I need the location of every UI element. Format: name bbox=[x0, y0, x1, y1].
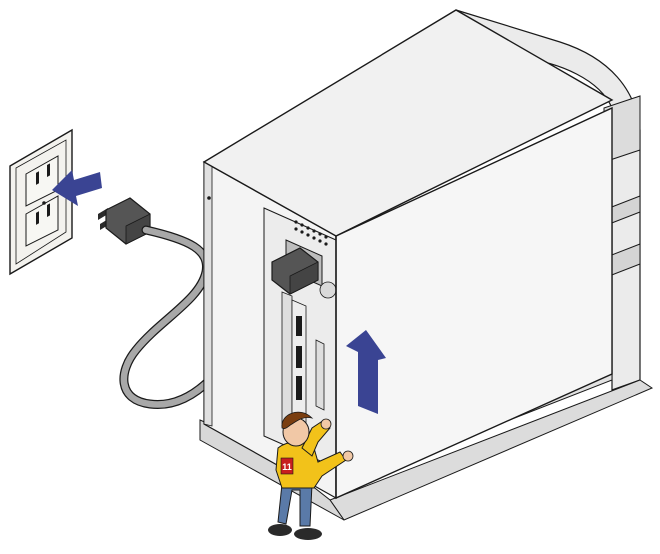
arrow-up-icon bbox=[346, 330, 386, 414]
case-plug bbox=[271, 247, 319, 295]
character: 11 bbox=[268, 411, 354, 540]
shirt-number: 11 bbox=[282, 462, 292, 472]
arrow-left-icon bbox=[52, 170, 102, 206]
computer-case bbox=[199, 9, 654, 521]
wall-outlet bbox=[9, 128, 73, 276]
vent-grille bbox=[294, 220, 328, 246]
power-plug bbox=[98, 197, 151, 245]
expansion-slots bbox=[281, 291, 325, 429]
